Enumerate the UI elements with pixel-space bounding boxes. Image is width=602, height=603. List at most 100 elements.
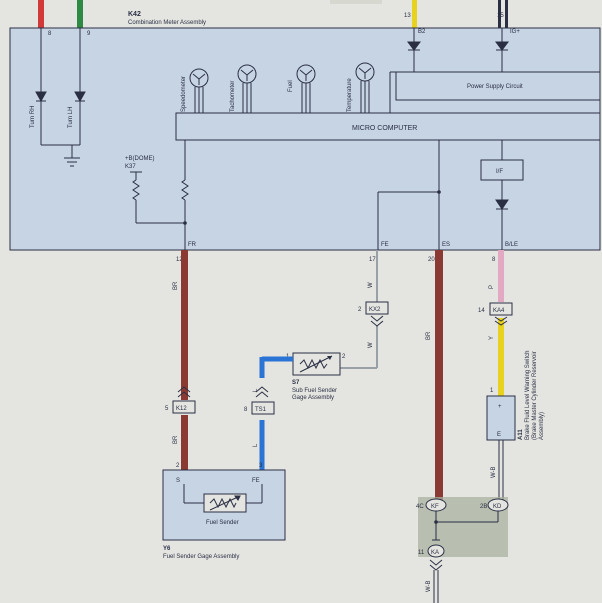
k12-label: K12 — [176, 406, 187, 412]
dome-code: K37 — [125, 164, 136, 170]
wire-br-fr — [181, 250, 188, 400]
wire-pink-ble — [498, 250, 504, 302]
fuel-sender-term-s: S — [176, 478, 180, 484]
junction-dot — [183, 221, 187, 225]
wire-label-w-mid: W — [368, 342, 374, 348]
ka-label: KA — [431, 550, 439, 556]
wire-label-y: Y — [489, 336, 495, 340]
wire-label-br-mid: BR — [426, 331, 432, 340]
pin-top-left2: 9 — [87, 31, 91, 37]
wire-br-fr-low — [181, 415, 188, 470]
dome-label: +B(DOME) — [125, 156, 155, 162]
wire-label-w-top: W — [368, 282, 374, 288]
connector-ka — [427, 544, 445, 558]
brake-switch-name3: Assembly) — [539, 412, 545, 440]
wire-yellow-ble — [498, 318, 504, 396]
kx2-label: KX2 — [369, 307, 381, 313]
brake-switch-name2: (Brake Master Cylinder Reservoir — [532, 351, 538, 440]
power-supply-label: Power Supply Circuit — [467, 84, 523, 90]
fuel-sender-internal — [183, 484, 263, 513]
term-ble: B/LE — [505, 242, 518, 248]
speedometer-label: Speedometer — [181, 76, 187, 112]
fuel-label: Fuel — [288, 80, 294, 92]
term-fr: FR — [188, 242, 197, 248]
power-supply-box — [395, 71, 601, 101]
pin-fe: 17 — [369, 257, 376, 263]
temperature-label: Temperature — [347, 78, 353, 112]
brake-switch-leads — [498, 440, 504, 500]
connector-ts1 — [251, 386, 275, 415]
fuel-sender-name: Fuel Sender Gage Assembly — [163, 554, 239, 560]
wire-w-fe — [340, 250, 378, 369]
sub-sender-name1: Sub Fuel Sender — [292, 388, 337, 394]
brake-switch-box — [486, 395, 516, 441]
wire-label-br-low: BR — [173, 435, 179, 444]
turn-lh-label: Turn LH — [68, 107, 74, 128]
wire-label-br-top: BR — [173, 281, 179, 290]
wire-black-top — [498, 0, 501, 28]
wire-label-wb: W-B — [491, 466, 497, 478]
connector-kx2 — [365, 301, 389, 327]
ka-pin: 11 — [418, 550, 425, 556]
fuel-sender-pin-s: 2 — [176, 463, 180, 469]
connector-ka4 — [489, 302, 513, 326]
brake-switch-pin: 1 — [490, 388, 494, 394]
kf-label: KF — [431, 504, 439, 510]
sub-sender-pin2: 2 — [342, 354, 346, 360]
kf-pin: 4C — [416, 504, 424, 510]
kd-pin: 2B — [480, 504, 487, 510]
wire-label-p: P — [489, 285, 495, 289]
ts1-label: TS1 — [255, 407, 267, 413]
turn-rh-label: Turn RH — [30, 106, 36, 128]
brake-switch-name1: Brake Fluid Level Warning Switch — [525, 351, 531, 440]
fuel-sender-term-fe: FE — [252, 478, 260, 484]
pin-fr: 12 — [176, 257, 183, 263]
label-ig: IG+ — [510, 29, 520, 35]
junction-dot — [437, 190, 441, 194]
junction-dot — [434, 520, 438, 524]
ts1-pin: 8 — [244, 407, 248, 413]
wire-red-top — [38, 0, 44, 28]
if-label: I/F — [496, 169, 503, 175]
pin-top-right2: 15 — [497, 13, 504, 19]
wire-br-es — [435, 250, 443, 500]
if-box — [480, 159, 524, 181]
pin-es: 20 — [428, 257, 435, 263]
brake-switch-code: A11 — [518, 429, 524, 440]
pin-ble: 8 — [492, 257, 496, 263]
micro-computer-box — [175, 112, 601, 141]
connector-k12 — [172, 386, 196, 414]
gauges — [189, 62, 375, 113]
meter-code: K42 — [128, 11, 141, 18]
wire-label-l-low: L — [253, 443, 259, 447]
micro-computer-label: MICRO COMPUTER — [352, 125, 417, 132]
term-fe: FE — [381, 242, 389, 248]
fuel-sender-code: Y6 — [163, 546, 171, 552]
kd-label: KD — [493, 504, 502, 510]
sub-sender-name2: Gage Assembly — [292, 395, 334, 401]
pin-top-right1: 13 — [404, 13, 411, 19]
fuel-sender-pin-fe: 3 — [259, 463, 263, 469]
tachometer-label: Tachometer — [230, 81, 236, 112]
top-scrap — [330, 0, 382, 4]
wire-label-l-top: L — [253, 388, 259, 392]
label-b2: B2 — [418, 29, 426, 35]
brake-switch-plus: + — [498, 404, 502, 410]
wire-label-wb-low: W-B — [426, 580, 432, 592]
power-supply-lines — [389, 28, 509, 113]
wire-blue-l — [259, 356, 293, 470]
brake-switch-minus: E — [497, 432, 501, 438]
sub-sender-code: S7 — [292, 380, 300, 386]
sub-fuel-sender — [292, 352, 341, 376]
k12-pin: 5 — [165, 406, 169, 412]
ka4-label: KA4 — [493, 308, 505, 314]
turn-indicators — [35, 28, 86, 167]
wire-black-top-2 — [505, 0, 508, 28]
pin-top-left1: 8 — [48, 31, 52, 37]
dome-circuit — [130, 140, 509, 250]
ka4-pin: 14 — [478, 308, 485, 314]
wire-green-top — [77, 0, 83, 28]
ground-bus — [432, 511, 499, 541]
kx2-pin: 2 — [358, 307, 362, 313]
